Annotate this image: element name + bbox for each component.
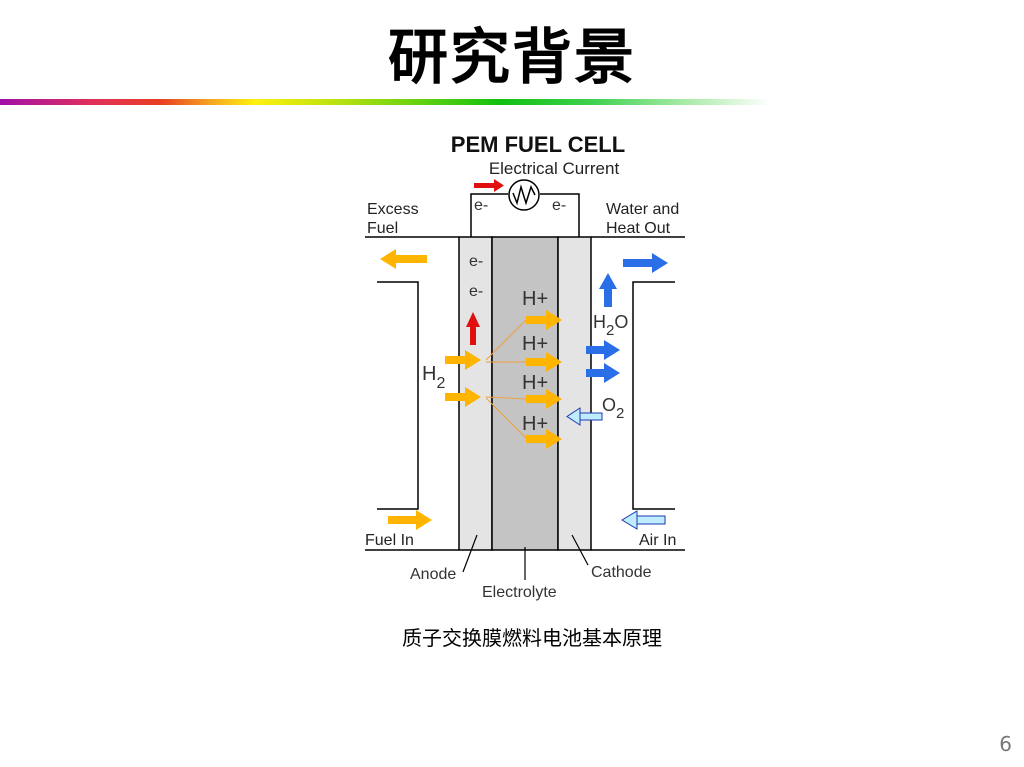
water-heat-label-2: Heat Out — [606, 220, 671, 237]
proton-label-4: H+ — [522, 413, 548, 435]
gradient-divider — [0, 99, 770, 105]
proton-arrow-4-icon — [526, 429, 562, 449]
electron-label-right: e- — [552, 197, 566, 214]
pem-fuel-cell-diagram: PEM FUEL CELL Electrical Current e- e- E… — [365, 132, 685, 601]
anode-electron-2: e- — [469, 283, 483, 300]
h2-label: H2 — [422, 363, 445, 392]
electron-label-left: e- — [474, 197, 488, 214]
diagram-title: PEM FUEL CELL — [451, 132, 625, 157]
water-out-arrow-icon — [623, 253, 668, 273]
water-arrows — [586, 340, 620, 383]
proton-label-1: H+ — [522, 288, 548, 310]
electrolyte-label: Electrolyte — [482, 584, 557, 601]
figure-caption: 质子交换膜燃料电池基本原理 — [402, 626, 662, 650]
excess-fuel-label-1: Excess — [367, 201, 419, 218]
proton-arrows — [526, 310, 562, 449]
cathode-label: Cathode — [591, 564, 652, 581]
excess-fuel-label-2: Fuel — [367, 220, 398, 237]
slide-title: 研究背景 — [388, 23, 636, 93]
circuit-wire-right — [540, 193, 580, 237]
fuel-in-label: Fuel In — [365, 532, 414, 549]
air-in-label: Air In — [639, 532, 676, 549]
air-in-arrow-icon — [621, 510, 666, 530]
h2-arrow-2-icon — [445, 387, 481, 407]
proton-arrow-2-icon — [526, 352, 562, 372]
proton-split-lines — [485, 319, 527, 439]
o2-label: O2 — [602, 395, 624, 422]
circuit-label: Electrical Current — [489, 159, 620, 178]
cathode-leader — [571, 534, 589, 566]
h2o-label: H2O — [593, 312, 628, 339]
anode-channel — [377, 281, 419, 510]
anode-label: Anode — [410, 566, 456, 583]
o2-arrow-icon — [566, 407, 603, 426]
fuel-in-arrow-icon — [388, 510, 432, 530]
water-arrow-1-icon — [586, 340, 620, 360]
water-heat-label-1: Water and — [606, 201, 679, 218]
h2-arrow-1-icon — [445, 350, 481, 370]
anode-leader — [462, 534, 478, 573]
load-resistor-icon — [508, 179, 540, 211]
anode-electron-1: e- — [469, 253, 483, 270]
proton-label-3: H+ — [522, 372, 548, 394]
water-up-arrow-icon — [599, 273, 617, 307]
proton-arrow-3-icon — [526, 389, 562, 409]
current-arrow-icon — [474, 179, 504, 192]
circuit-wire-left — [470, 193, 508, 237]
cathode-layer — [557, 236, 592, 551]
page-number: 6 — [999, 732, 1012, 756]
cathode-channel — [632, 281, 675, 510]
excess-fuel-arrow-icon — [380, 249, 427, 269]
water-arrow-2-icon — [586, 363, 620, 383]
proton-arrow-1-icon — [526, 310, 562, 330]
electron-up-arrow-icon — [466, 312, 480, 345]
proton-label-2: H+ — [522, 333, 548, 355]
